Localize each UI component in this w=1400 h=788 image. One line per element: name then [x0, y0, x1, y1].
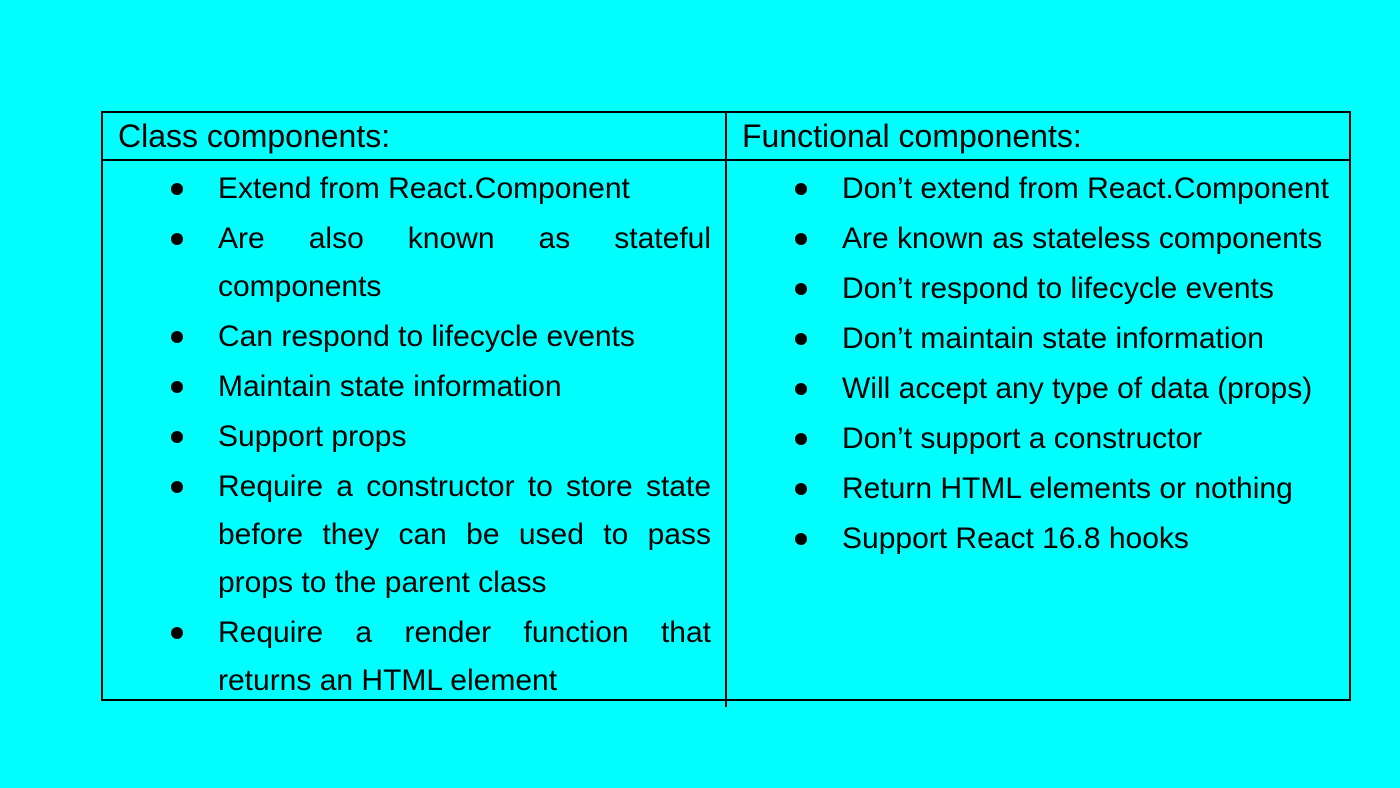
bullet-icon	[795, 533, 807, 545]
list-item-text: Require a render function that returns a…	[218, 616, 711, 697]
bullet-icon	[795, 233, 807, 245]
class-components-list: Extend from React.Component Are also kno…	[103, 165, 725, 705]
list-item-text: Don’t respond to lifecycle events	[842, 272, 1274, 305]
bullet-icon	[795, 333, 807, 345]
bullet-icon	[171, 331, 183, 343]
list-item: Don’t respond to lifecycle events	[727, 265, 1349, 313]
list-item: Can respond to lifecycle events	[103, 313, 725, 361]
list-item-text: Are known as stateless components	[842, 222, 1323, 255]
bullet-icon	[795, 433, 807, 445]
list-item-text: Support props	[218, 420, 407, 453]
list-item: Support props	[103, 413, 725, 461]
bullet-icon	[171, 233, 183, 245]
list-item-text: Maintain state information	[218, 370, 562, 403]
list-item-text: Return HTML elements or nothing	[842, 472, 1293, 505]
list-item: Don’t maintain state information	[727, 315, 1349, 363]
list-item-text: Don’t maintain state information	[842, 322, 1264, 355]
list-item-text: Require a constructor to store state bef…	[218, 470, 711, 599]
list-item-text: Don’t support a constructor	[842, 422, 1203, 455]
comparison-table: Class components: Functional components:…	[101, 111, 1351, 707]
functional-components-header: Functional components:	[727, 113, 1349, 161]
functional-components-cell: Don’t extend from React.Component Are kn…	[727, 161, 1349, 707]
list-item: Are known as stateless components	[727, 215, 1349, 263]
list-item: Will accept any type of data (props)	[727, 365, 1349, 413]
list-item: Require a render function that returns a…	[103, 609, 725, 705]
class-components-cell: Extend from React.Component Are also kno…	[103, 161, 727, 707]
bullet-icon	[171, 183, 183, 195]
list-item-text: Support React 16.8 hooks	[842, 522, 1189, 555]
bullet-icon	[795, 483, 807, 495]
list-item-text: Can respond to lifecycle events	[218, 320, 635, 353]
list-item-text: Extend from React.Component	[218, 172, 630, 205]
list-item: Require a constructor to store state bef…	[103, 463, 725, 607]
bullet-icon	[795, 283, 807, 295]
list-item: Maintain state information	[103, 363, 725, 411]
bullet-icon	[795, 183, 807, 195]
bullet-icon	[171, 481, 183, 493]
bullet-icon	[171, 627, 183, 639]
bullet-icon	[171, 381, 183, 393]
class-components-header: Class components:	[103, 113, 727, 161]
list-item-text: Don’t extend from React.Component	[842, 172, 1329, 205]
list-item: Return HTML elements or nothing	[727, 465, 1349, 513]
bullet-icon	[171, 431, 183, 443]
list-item: Don’t extend from React.Component	[727, 165, 1349, 213]
list-item: Are also known as stateful components	[103, 215, 725, 311]
bullet-icon	[795, 383, 807, 395]
list-item: Don’t support a constructor	[727, 415, 1349, 463]
list-item: Support React 16.8 hooks	[727, 515, 1349, 563]
list-item: Extend from React.Component	[103, 165, 725, 213]
functional-components-list: Don’t extend from React.Component Are kn…	[727, 165, 1349, 563]
list-item-text: Will accept any type of data (props)	[842, 372, 1313, 405]
list-item-text: Are also known as stateful components	[218, 222, 711, 303]
